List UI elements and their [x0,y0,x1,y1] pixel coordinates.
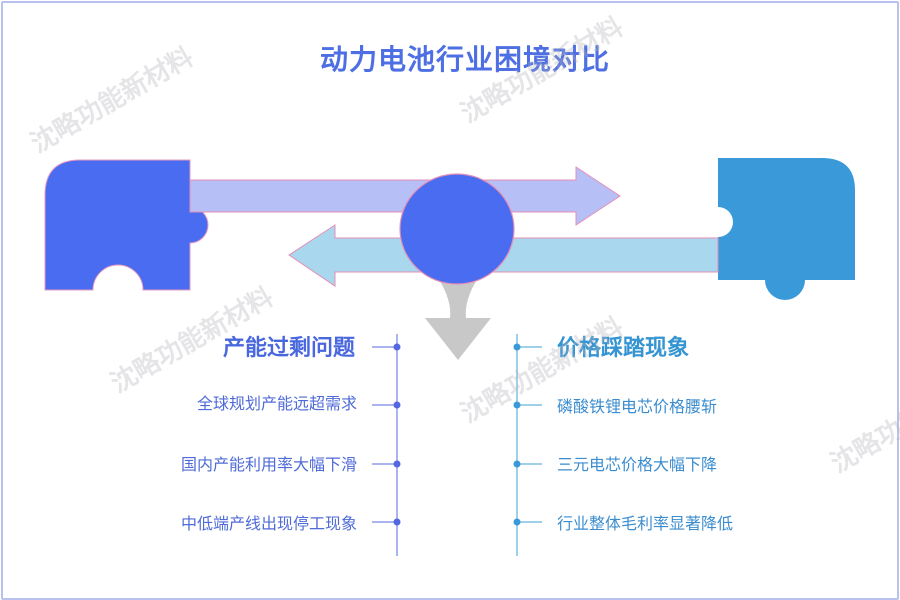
right-item: 三元电芯价格大幅下降 [557,455,718,474]
center-circle [399,173,515,285]
left-item: 中低端产线出现停工现象 [180,514,357,533]
right-puzzle-piece [718,158,855,300]
right-timeline [513,334,542,556]
left-heading: 产能过剩问题 [222,336,355,361]
right-item: 磷酸铁锂电芯价格腰斩 [557,397,718,416]
diagram-title: 动力电池行业困境对比 [319,43,610,76]
right-heading: 价格踩踏现象 [557,336,690,361]
left-item: 全球规划产能远超需求 [196,394,357,413]
left-timeline [372,334,401,556]
left-item: 国内产能利用率大幅下滑 [180,455,357,474]
left-puzzle-piece [44,159,209,291]
arrow-right [189,166,621,226]
right-item: 行业整体毛利率显著降低 [557,514,734,533]
down-arrow [425,278,491,360]
